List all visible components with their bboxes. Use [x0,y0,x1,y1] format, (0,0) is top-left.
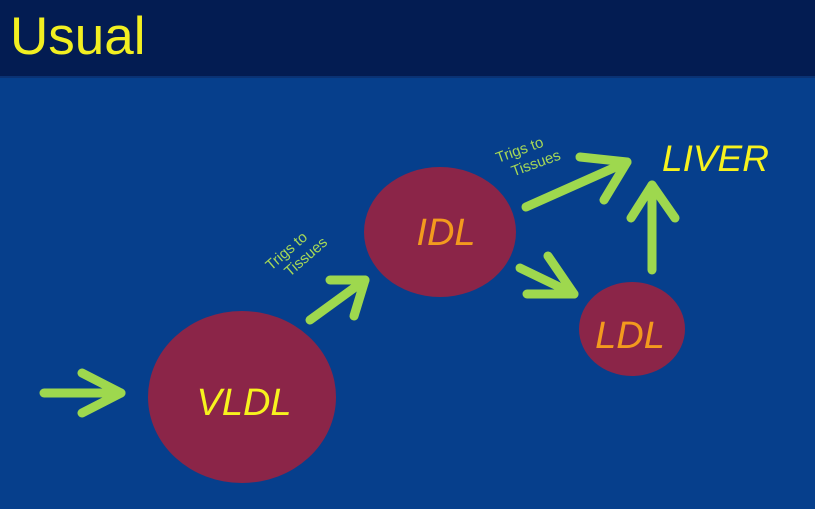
vldl-to-idl-arrow [305,275,370,325]
idl-to-liver-note: Trigs to Tissues [494,134,563,180]
idl-to-liver-arrow [521,152,632,212]
idl-node [364,167,516,297]
vldl-label: VLDL [196,382,291,424]
ldl-node [579,282,685,376]
title-bar: Usual [0,0,815,78]
idl-label: IDL [416,212,475,254]
idl-to-ldl-arrow [515,251,579,299]
vldl-to-idl-note: Trigs to Tissues [262,229,330,281]
input-arrow [39,368,126,418]
liver-label: LIVER [662,138,769,179]
slide-title: Usual [10,7,146,66]
ldl-label: LDL [595,315,665,357]
vldl-node [148,311,336,483]
ldl-to-liver-arrow [626,180,680,275]
